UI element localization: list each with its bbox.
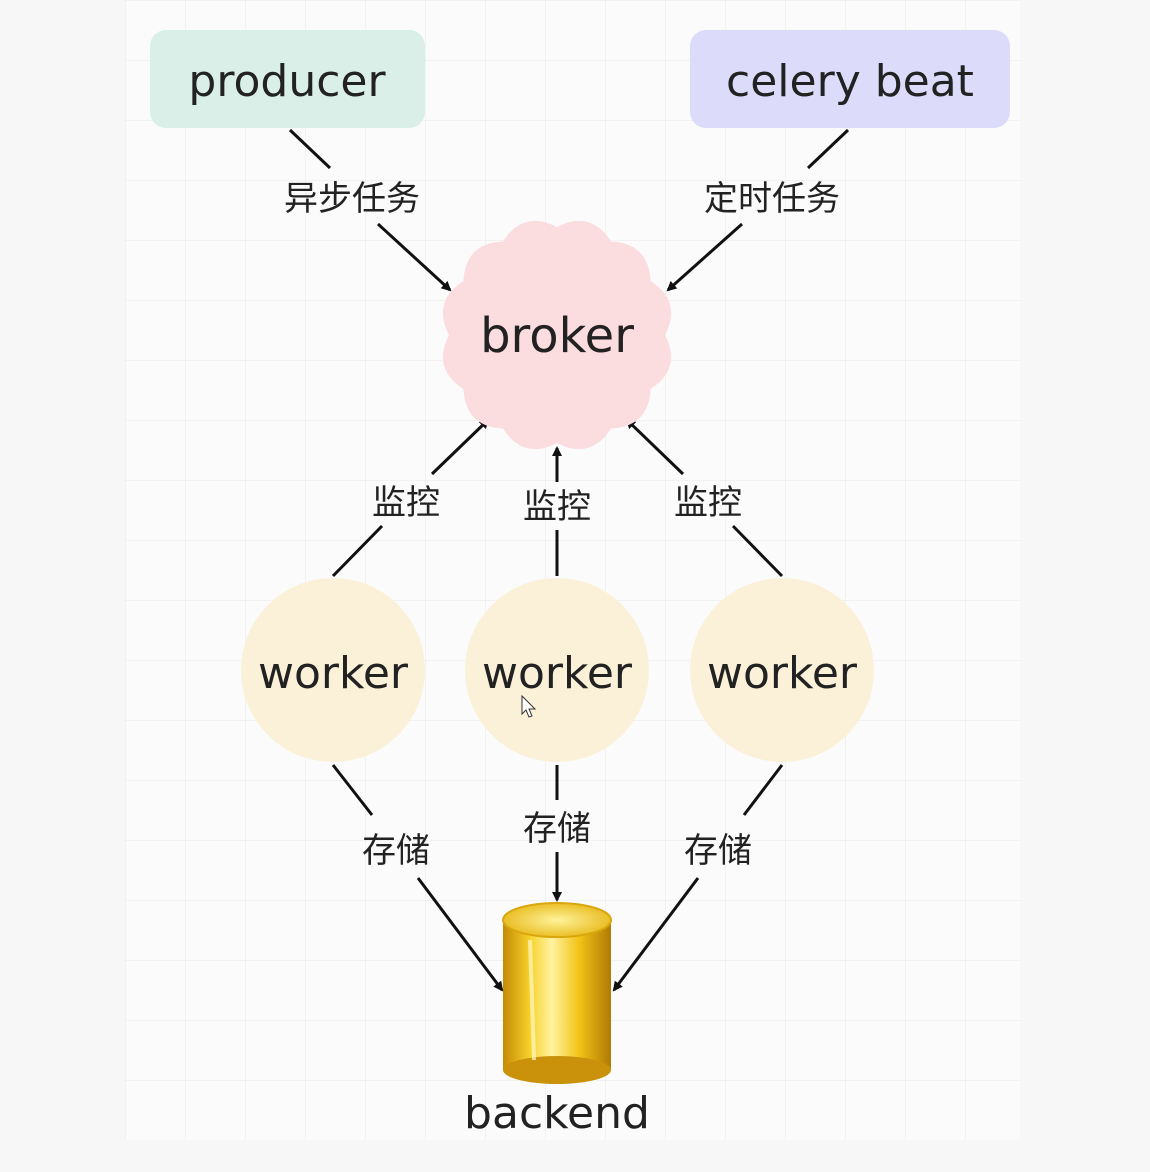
edge-producer-to-broker: 异步任务 [284,128,452,292]
celery-beat-node: celery beat [690,30,1010,128]
edge-label-store-1: 存储 [362,831,430,871]
celery-beat-label: celery beat [726,56,974,107]
edge-worker3-to-backend: 存储 [612,764,784,992]
edge-label-monitor-3: 监控 [674,483,742,523]
broker-label: broker [480,308,634,364]
cursor-pointer-icon [521,694,537,718]
producer-node: producer [150,30,425,128]
producer-label: producer [188,56,386,107]
backend-database-icon [502,902,612,1084]
edge-worker2-to-broker: 监控 [523,446,591,576]
edge-label-store-3: 存储 [684,831,752,871]
backend-label: backend [464,1088,650,1139]
edge-worker1-to-broker: 监控 [331,418,490,578]
worker-label-2: worker [482,648,633,699]
edge-label-store-2: 存储 [523,809,591,849]
broker-node: broker [442,220,672,450]
edge-beat-to-broker: 定时任务 [666,128,850,292]
grid-background [125,0,1020,1140]
worker-node-1: worker [241,578,425,762]
edge-label-monitor-1: 监控 [372,483,440,523]
worker-node-3: worker [690,578,874,762]
edge-label-scheduled-task: 定时任务 [704,179,840,219]
worker-label-1: worker [258,648,409,699]
edge-label-monitor-2: 监控 [523,487,591,527]
edge-label-async-task: 异步任务 [284,179,420,219]
edge-worker1-to-backend: 存储 [331,764,504,992]
worker-label-3: worker [707,648,858,699]
worker-node-2: worker [465,578,649,762]
edge-worker3-to-broker: 监控 [625,418,784,578]
edge-worker2-to-backend: 存储 [523,765,591,902]
